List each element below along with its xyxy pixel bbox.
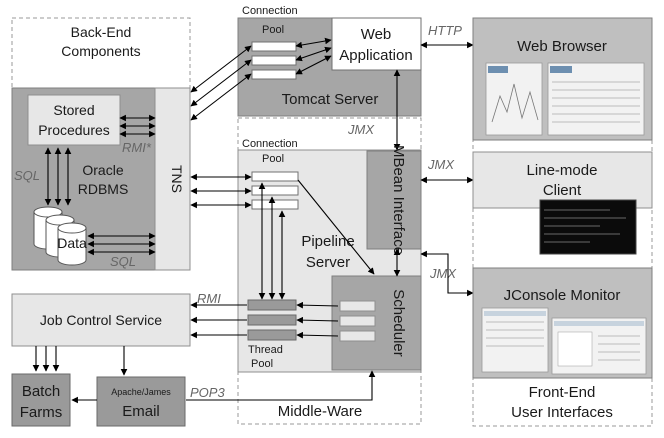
scheduler-slot-3: [339, 330, 376, 342]
backend-title-line1: Back-End: [71, 24, 132, 40]
batch-farms-line1: Batch: [22, 383, 60, 400]
web-app-line2: Application: [339, 47, 412, 64]
scheduler-label: Scheduler: [390, 289, 407, 357]
batch-farms-box: [11, 373, 71, 427]
pop3-label: POP3: [190, 385, 225, 400]
backend-title-line2: Components: [61, 43, 140, 59]
rmi-label: RMI: [197, 291, 221, 306]
thread-line1: Thread: [248, 344, 283, 356]
scheduler-slot-1: [339, 300, 376, 312]
jconsole-screenshot-icon: [481, 307, 647, 375]
middleware-jmx-label: JMX: [347, 122, 375, 137]
jmx-label-lower: JMX: [429, 266, 457, 281]
database-icon: [33, 206, 87, 266]
middleware-pool-slot-2: [251, 185, 299, 196]
scheduler-slot-2: [339, 315, 376, 327]
tomcat-pool-slot-1: [251, 41, 297, 52]
frontend-container: [472, 17, 653, 427]
thread-pool-slot-2: [247, 314, 297, 326]
jmx-label-upper: JMX: [427, 157, 455, 172]
middleware-pool-label: Pool: [262, 153, 284, 165]
line-mode-line2: Client: [543, 182, 582, 199]
stored-procedures-line2: Procedures: [38, 122, 110, 138]
tomcat-pool-slot-3: [251, 69, 297, 80]
stored-procedures-line1: Stored: [53, 102, 94, 118]
tomcat-server-label: Tomcat Server: [282, 91, 379, 108]
web-browser-screenshot-icon: [485, 62, 645, 136]
frontend-footer-line1: Front-End: [529, 384, 596, 401]
email-line1: Apache/James: [111, 387, 171, 397]
terminal-screenshot-icon: [539, 199, 637, 255]
tomcat-connection-label: Connection: [242, 5, 298, 17]
job-control-label: Job Control Service: [40, 312, 162, 328]
mbean-interface-box: [366, 150, 422, 250]
data-label: Data: [57, 235, 87, 251]
middleware-pool-slot-1: [251, 171, 299, 182]
job-control-service-box: [11, 293, 191, 347]
middleware-connection-label: Connection: [242, 138, 298, 150]
oracle-line1: Oracle: [82, 162, 123, 178]
thread-pool-slot-1: [247, 299, 297, 311]
oracle-line2: RDBMS: [78, 181, 129, 197]
tns-label: TNS: [169, 165, 185, 193]
sql-label-left: SQL: [14, 168, 40, 183]
tomcat-pool-label: Pool: [262, 24, 284, 36]
middleware-pool-slot-3: [251, 199, 299, 210]
batch-farms-line2: Farms: [20, 404, 63, 421]
sql-label-bottom: SQL: [110, 254, 136, 269]
line-mode-line1: Line-mode: [527, 162, 598, 179]
pipeline-line2: Server: [306, 254, 350, 271]
email-line2: Email: [122, 403, 160, 420]
tns-box: [154, 87, 191, 271]
stored-procedures-box: [27, 94, 121, 146]
frontend-footer-line2: User Interfaces: [511, 404, 613, 421]
rmi-star-label: RMI*: [122, 140, 152, 155]
email-box: [96, 376, 186, 427]
web-browser-label: Web Browser: [517, 38, 607, 55]
web-app-line1: Web: [361, 26, 392, 43]
web-application-box: [331, 17, 422, 71]
mbean-label: MBean Interface: [390, 145, 407, 255]
pipeline-line1: Pipeline: [301, 233, 354, 250]
line-mode-client-box: [472, 151, 653, 209]
thread-pool-slot-3: [247, 329, 297, 341]
thread-line2: Pool: [251, 358, 273, 370]
jconsole-label: JConsole Monitor: [504, 287, 621, 304]
middleware-footer-label: Middle-Ware: [278, 403, 362, 420]
tomcat-pool-slot-2: [251, 55, 297, 66]
http-label: HTTP: [428, 23, 462, 38]
